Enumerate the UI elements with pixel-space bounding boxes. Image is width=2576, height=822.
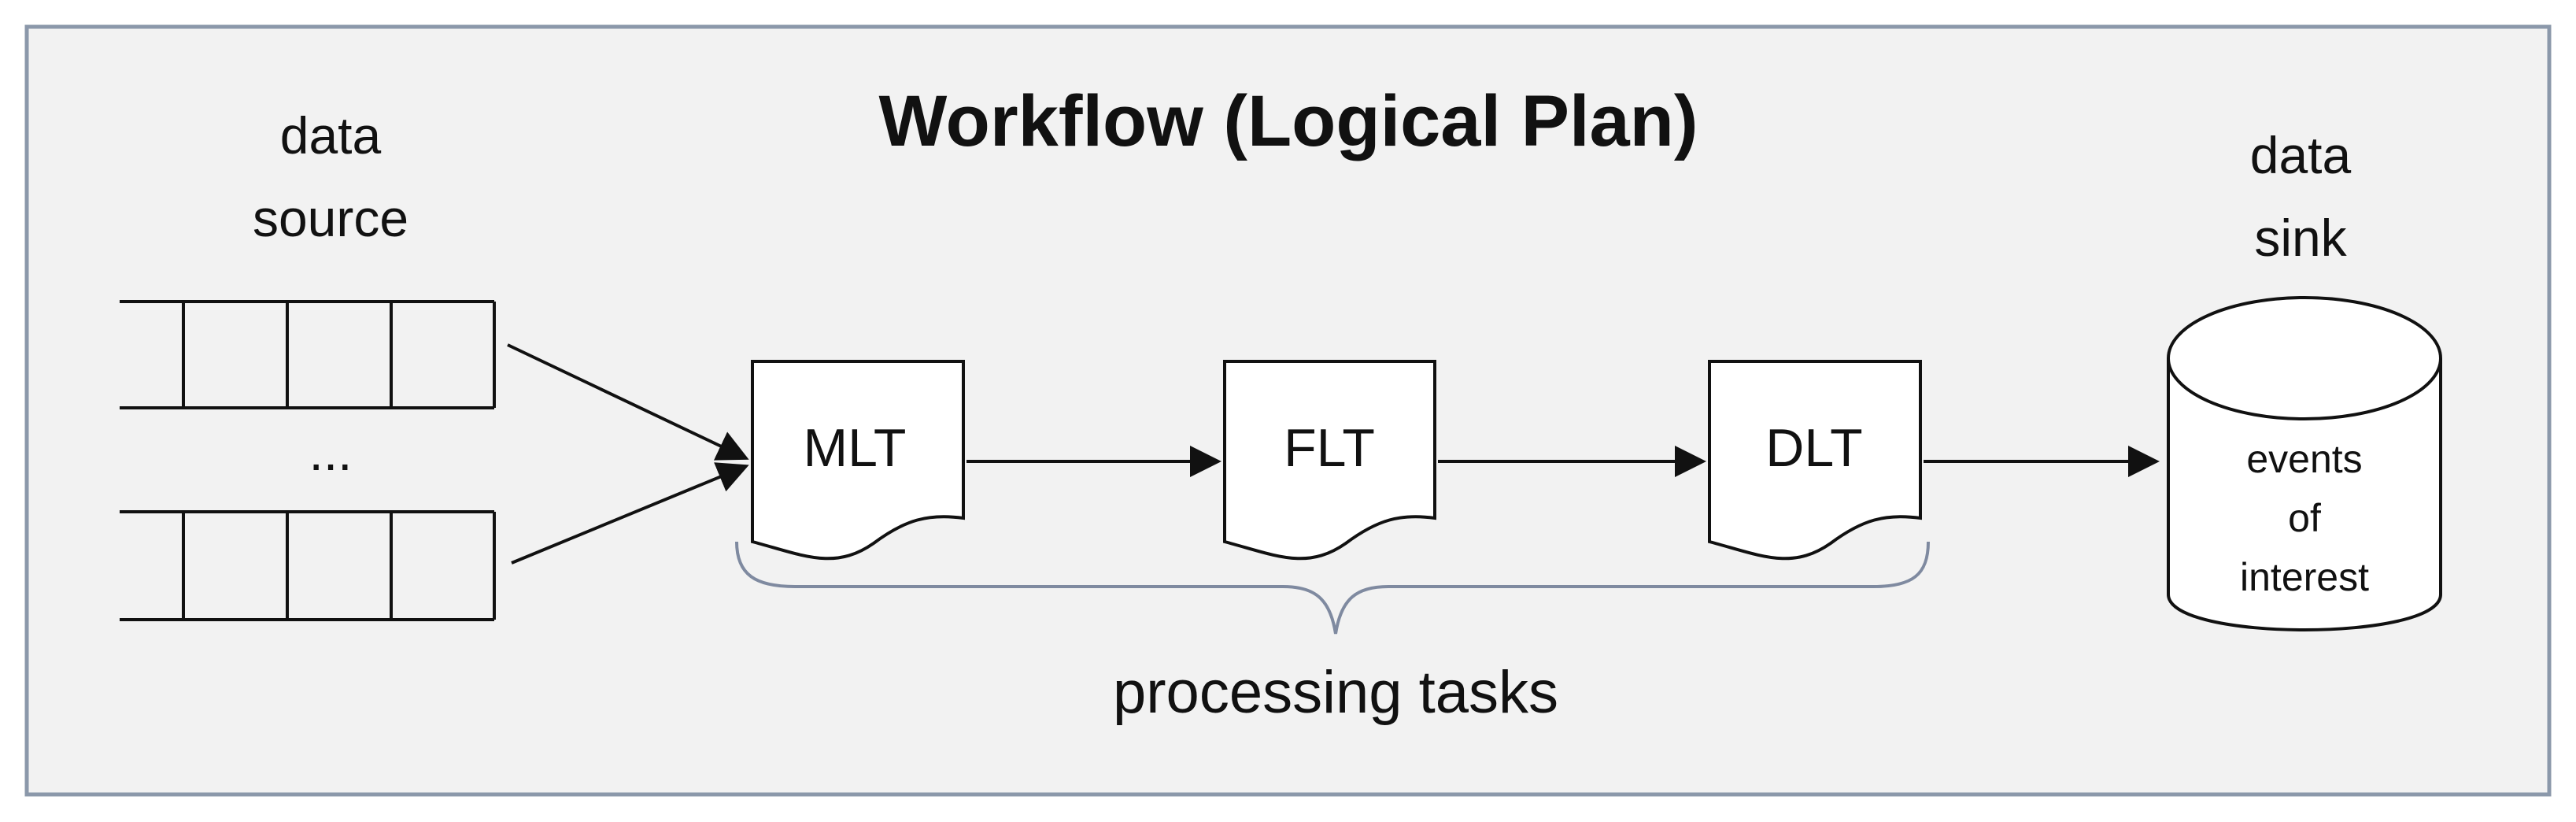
sink-events-line2: of	[2288, 496, 2321, 540]
task-mlt-label: MLT	[804, 418, 907, 478]
source-queue-2	[120, 510, 496, 621]
task-dlt-shape	[1708, 360, 1922, 561]
sink-label-line2: sink	[2254, 209, 2347, 267]
task-mlt-shape	[751, 360, 965, 561]
processing-tasks-caption: processing tasks	[1113, 659, 1558, 726]
arrow-source1-to-mlt	[507, 343, 749, 461]
arrow-source2-to-mlt	[511, 462, 749, 565]
task-flt-label: FLT	[1284, 418, 1375, 478]
sink-events-line3: interest	[2240, 555, 2369, 599]
processing-tasks-bracket	[735, 541, 1930, 635]
task-flt-shape	[1223, 360, 1436, 561]
source-label-line2: source	[253, 189, 408, 247]
sink-events-line1: events	[2246, 437, 2362, 481]
task-dlt-label: DLT	[1765, 418, 1862, 478]
diagram-title: Workflow (Logical Plan)	[878, 81, 1698, 161]
source-queue-1	[120, 300, 496, 409]
source-label-line1: data	[280, 106, 382, 165]
source-ellipsis: ...	[309, 423, 352, 481]
sink-database-cylinder	[2167, 296, 2442, 631]
sink-label-line1: data	[2250, 126, 2352, 184]
